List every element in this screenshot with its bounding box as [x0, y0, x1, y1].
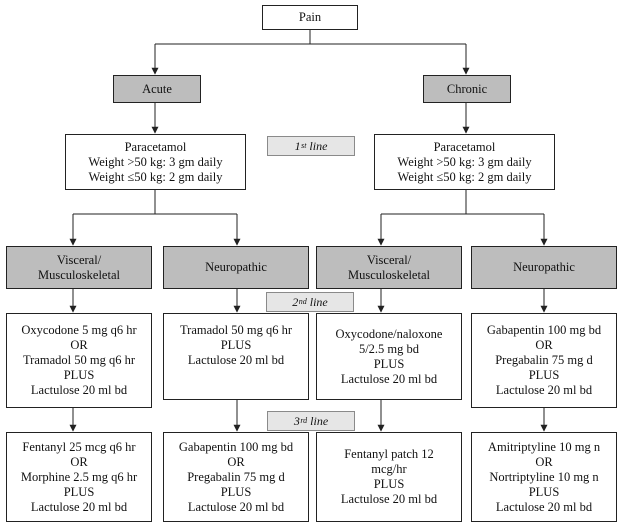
chronic-neuropathic-third-box: Amitriptyline 10 mg n OR Nortriptyline 1… — [471, 432, 617, 522]
acute-visceral-second-box: Oxycodone 5 mg q6 hr OR Tramadol 50 mg q… — [6, 313, 152, 408]
acute-neuropathic-third-4: PLUS — [220, 484, 252, 499]
chronic-visceral-label-2: Musculoskeletal — [348, 267, 430, 282]
acute-neuropathic-label: Neuropathic — [205, 260, 267, 274]
chronic-visceral-label-1: Visceral/ — [366, 252, 412, 267]
pain-box: Pain — [262, 5, 358, 30]
chronic-visceral-second-2: 5/2.5 mg bd — [358, 341, 420, 356]
acute-visceral-third-4: PLUS — [63, 484, 95, 499]
edge-left-split — [73, 190, 237, 215]
chronic-visceral-box: Visceral/ Musculoskeletal — [316, 246, 462, 289]
acute-neuropathic-second-1: Tramadol 50 mg q6 hr — [179, 323, 293, 337]
acute-neuropathic-third-box: Gabapentin 100 mg bd OR Pregabalin 75 mg… — [163, 432, 309, 522]
acute-visceral-second-3: Tramadol 50 mg q6 hr — [22, 353, 136, 367]
acute-neuropathic-second-box: Tramadol 50 mg q6 hr PLUS Lactulose 20 m… — [163, 313, 309, 400]
acute-neuropathic-third-1: Gabapentin 100 mg bd — [178, 439, 294, 454]
acute-visceral-second-2: OR — [70, 338, 88, 352]
chronic-neuropathic-second-3: Pregabalin 75 mg d — [495, 353, 593, 367]
chronic-visceral-second-4: Lactulose 20 ml bd — [340, 371, 438, 386]
edge-pain-split — [154, 30, 467, 74]
chronic-neuropathic-third-4: PLUS — [528, 484, 560, 499]
chronic-neuropathic-third-3: Nortriptyline 10 mg n — [489, 469, 599, 484]
acute-label: Acute — [142, 81, 172, 96]
chronic-weight-over-50: Weight >50 kg: 3 gm daily — [397, 154, 532, 169]
chronic-box: Chronic — [423, 75, 511, 103]
acute-paracetamol-box: Paracetamol Weight >50 kg: 3 gm daily We… — [65, 134, 246, 190]
chronic-neuropathic-second-5: Lactulose 20 ml bd — [495, 383, 593, 397]
acute-weight-under-50: Weight ≤50 kg: 2 gm daily — [88, 169, 223, 184]
acute-neuropathic-second-3: Lactulose 20 ml bd — [187, 353, 285, 367]
chronic-neuropathic-box: Neuropathic — [471, 246, 617, 289]
acute-visceral-third-box: Fentanyl 25 mcg q6 hr OR Morphine 2.5 mg… — [6, 432, 152, 522]
third-line-word: line — [310, 413, 329, 428]
acute-visceral-third-3: Morphine 2.5 mg q6 hr — [20, 469, 138, 484]
chronic-paracetamol-box: Paracetamol Weight >50 kg: 3 gm daily We… — [374, 134, 555, 190]
chronic-neuropathic-second-box: Gabapentin 100 mg bd OR Pregabalin 75 mg… — [471, 313, 617, 408]
chronic-visceral-third-4: Lactulose 20 ml bd — [340, 492, 438, 506]
acute-visceral-label-2: Musculoskeletal — [38, 267, 120, 282]
chronic-weight-under-50: Weight ≤50 kg: 2 gm daily — [397, 169, 532, 184]
chronic-neuropathic-third-1: Amitriptyline 10 mg n — [487, 439, 601, 454]
first-line-word: line — [309, 138, 328, 153]
chronic-visceral-third-3: PLUS — [373, 477, 405, 491]
chronic-neuropathic-second-2: OR — [535, 338, 553, 352]
acute-visceral-label-1: Visceral/ — [56, 252, 102, 267]
acute-box: Acute — [113, 75, 201, 103]
third-line-num: 3 — [293, 413, 300, 428]
acute-neuropathic-box: Neuropathic — [163, 246, 309, 289]
acute-neuropathic-third-2: OR — [227, 454, 245, 469]
chronic-neuropathic-label: Neuropathic — [513, 260, 575, 274]
acute-neuropathic-second-2: PLUS — [220, 338, 252, 352]
chronic-visceral-third-box: Fentanyl patch 12 mcg/hr PLUS Lactulose … — [316, 432, 462, 522]
chronic-neuropathic-third-2: OR — [535, 454, 553, 469]
acute-visceral-second-1: Oxycodone 5 mg q6 hr — [21, 323, 137, 337]
chronic-visceral-third-1: Fentanyl patch 12 — [344, 447, 434, 461]
second-line-word: line — [309, 294, 328, 309]
chronic-visceral-second-3: PLUS — [373, 356, 405, 371]
first-line-num: 1 — [294, 138, 301, 153]
chronic-visceral-second-box: Oxycodone/naloxone 5/2.5 mg bd PLUS Lact… — [316, 313, 462, 400]
pain-label: Pain — [298, 10, 322, 24]
chronic-paracetamol-title: Paracetamol — [433, 139, 496, 154]
acute-visceral-second-4: PLUS — [63, 368, 95, 382]
acute-visceral-third-1: Fentanyl 25 mcg q6 hr — [22, 439, 136, 454]
chronic-neuropathic-second-4: PLUS — [528, 368, 560, 382]
acute-neuropathic-third-3: Pregabalin 75 mg d — [187, 469, 285, 484]
chronic-neuropathic-third-5: Lactulose 20 ml bd — [495, 499, 593, 514]
acute-visceral-second-5: Lactulose 20 ml bd — [30, 383, 128, 397]
chronic-neuropathic-second-1: Gabapentin 100 mg bd — [486, 323, 602, 337]
acute-visceral-box: Visceral/ Musculoskeletal — [6, 246, 152, 289]
acute-weight-over-50: Weight >50 kg: 3 gm daily — [88, 154, 223, 169]
acute-neuropathic-third-5: Lactulose 20 ml bd — [187, 499, 285, 514]
second-line-num: 2 — [292, 294, 299, 309]
chronic-visceral-third-2: mcg/hr — [371, 462, 407, 476]
chronic-label: Chronic — [446, 81, 488, 96]
acute-visceral-third-5: Lactulose 20 ml bd — [30, 499, 128, 514]
chronic-visceral-second-1: Oxycodone/naloxone — [335, 326, 443, 341]
acute-paracetamol-title: Paracetamol — [124, 139, 187, 154]
acute-visceral-third-2: OR — [70, 454, 88, 469]
edge-right-split — [381, 190, 544, 215]
